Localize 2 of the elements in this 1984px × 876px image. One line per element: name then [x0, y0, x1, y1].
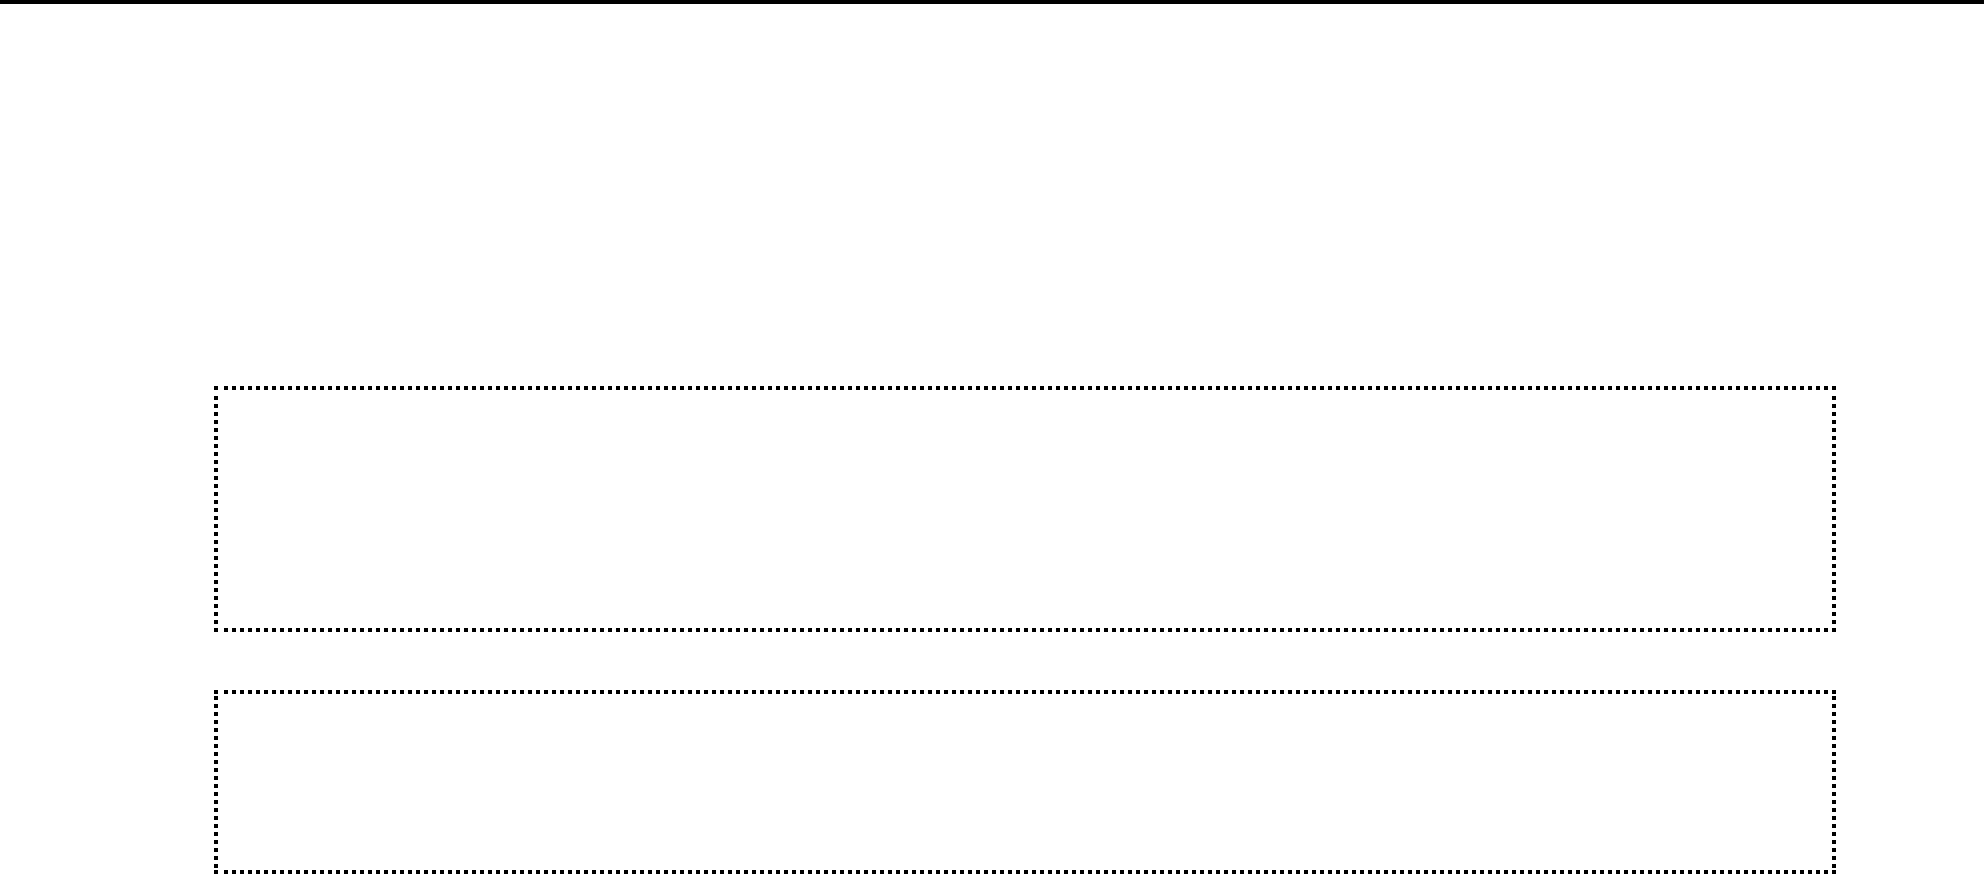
dotted-box — [214, 690, 1836, 874]
dotted-box — [214, 386, 1836, 632]
